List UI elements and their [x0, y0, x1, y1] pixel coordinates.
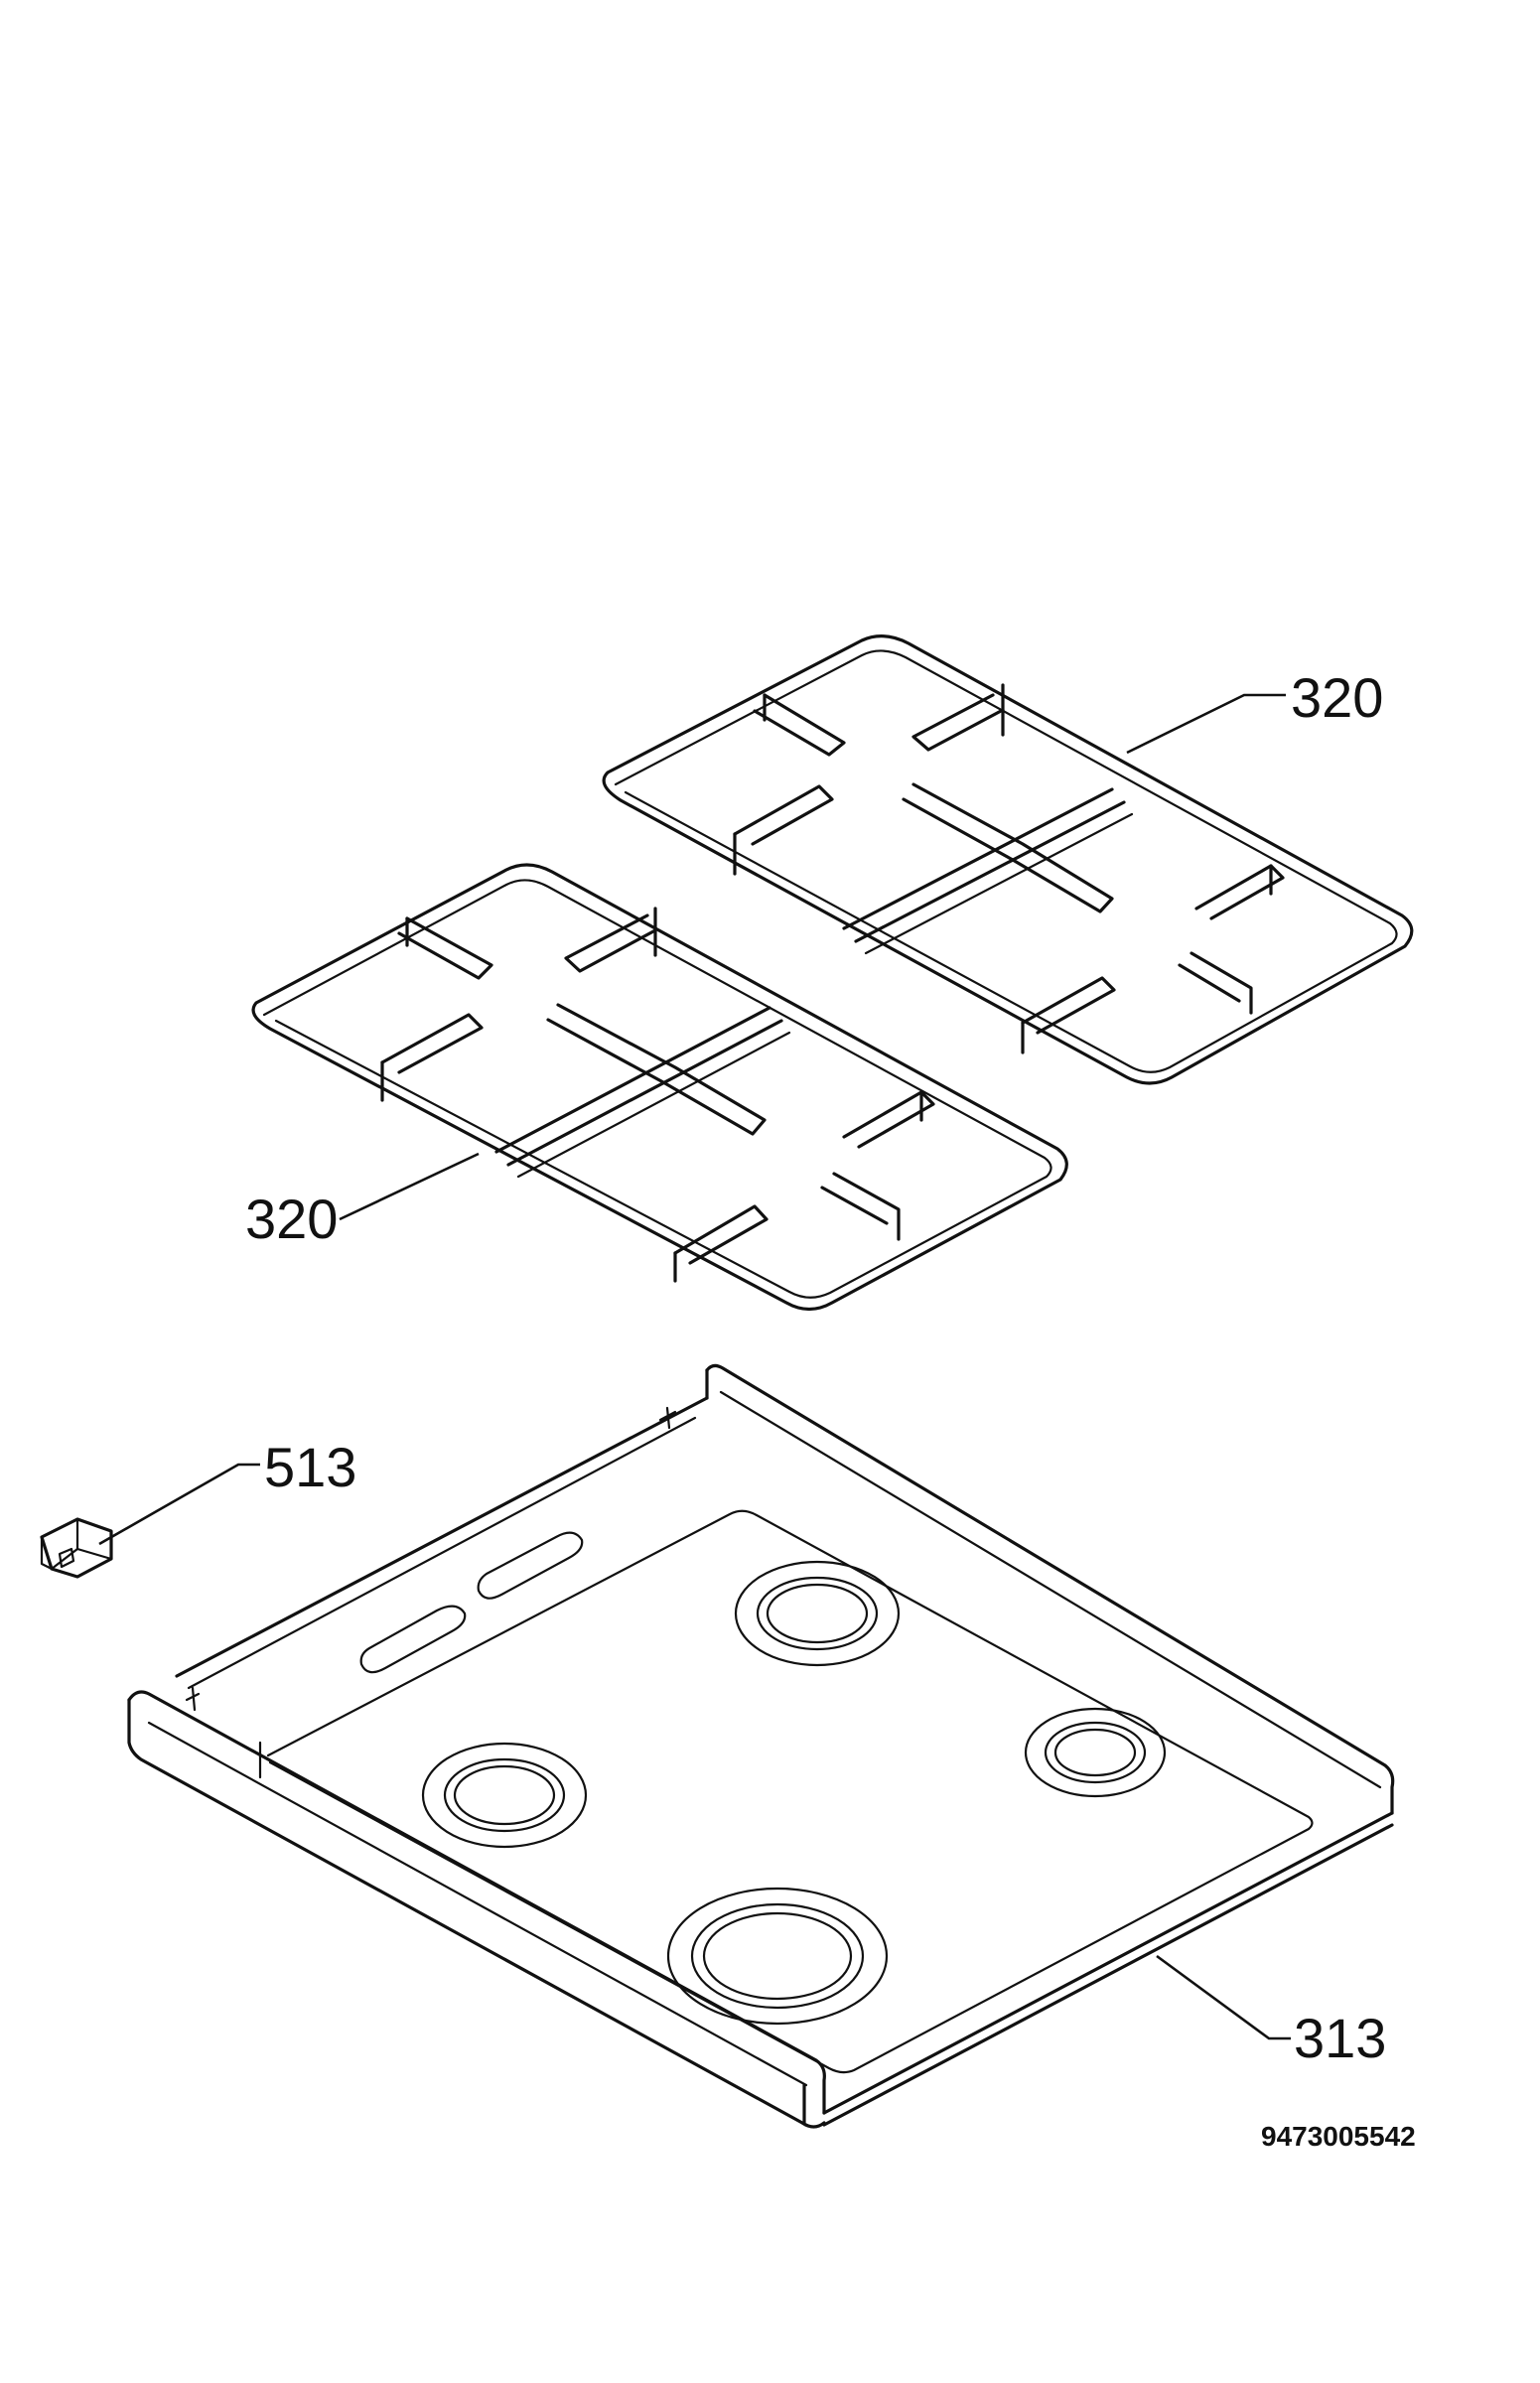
leader-line-clip [98, 1463, 260, 1546]
burner-ring-right [1024, 1707, 1167, 1798]
callout-320-left: 320 [245, 1188, 339, 1250]
leader-line-tray [1156, 1954, 1291, 2040]
pan-support-grate-right [602, 634, 1414, 1085]
leader-line-grate-right [1126, 693, 1286, 755]
burner-ring-left [421, 1742, 588, 1849]
hob-top-tray [127, 1363, 1395, 2129]
burner-ring-rear [734, 1560, 901, 1667]
burner-ring-front-large [666, 1887, 889, 2026]
fixing-clip [40, 1517, 113, 1579]
callout-313: 313 [1294, 2007, 1387, 2069]
leader-line-grate-left [339, 1152, 480, 1221]
pan-support-grate-left [251, 863, 1068, 1312]
callout-320-right: 320 [1291, 666, 1384, 729]
callout-513: 513 [264, 1436, 357, 1498]
document-number: 9473005542 [1261, 2121, 1416, 2152]
